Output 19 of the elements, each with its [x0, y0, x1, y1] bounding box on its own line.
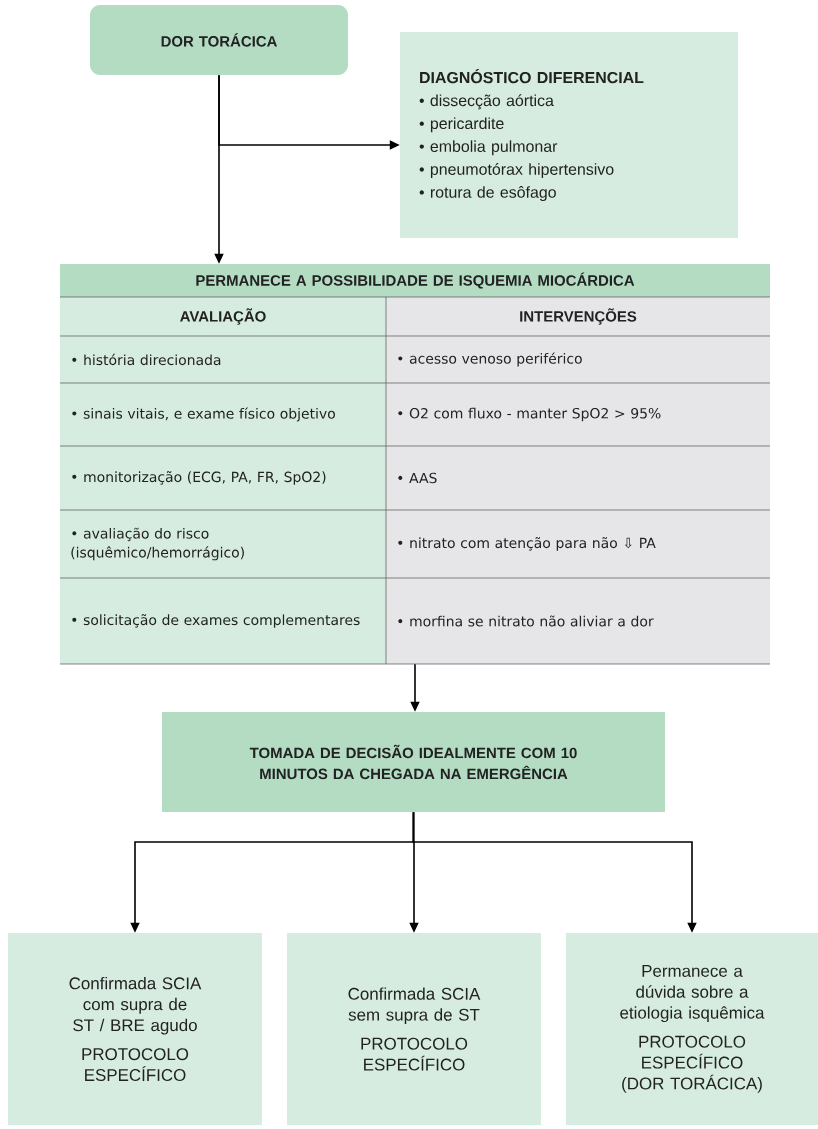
table-cell: • acesso venoso periférico [386, 336, 770, 383]
decision-box: TOMADA DE DECISÃO IDEALMENTE COM 10 MINUTOS DA CHEGADA NA EMERGÊNCIA [162, 712, 665, 812]
table-cell: • AAS [386, 446, 770, 510]
differential-box: DIAGNÓSTICO DIFERENCIAL • dissecção aórtica • pericardite • embolia pulmonar • pneumotórax hipertensivo • rotura de esôfago [400, 32, 738, 238]
column-header: AVALIAÇÃO [60, 297, 386, 336]
table-cell: • nitrato com atenção para não ⇩ PA [386, 510, 770, 578]
table-cell: • solicitação de exames complementares [60, 578, 386, 664]
start-box: DOR TORÁCICA [90, 5, 348, 75]
outcome-box: Confirmada SCIA com supra de ST / BRE agudo PROTOCOLO ESPECÍFICO [8, 933, 262, 1125]
table-cell: • monitorização (ECG, PA, FR, SpO2) [60, 446, 386, 510]
outcome-box: Permanece a dúvida sobre a etiologia isquêmica PROTOCOLO ESPECÍFICO (DOR TORÁCICA) [566, 933, 818, 1125]
column-header: INTERVENÇÕES [386, 297, 770, 336]
table-cell: • O2 com fluxo - manter SpO2 > 95% [386, 383, 770, 446]
table-cell: • morfina se nitrato não aliviar a dor [386, 578, 770, 664]
table-cell: • história direcionada [60, 336, 386, 383]
table-cell: • sinais vitais, e exame físico objetivo [60, 383, 386, 446]
outcome-box: Confirmada SCIA sem supra de ST PROTOCOLO ESPECÍFICO [287, 933, 541, 1125]
table-cell: • avaliação do risco (isquêmico/hemorrágico) [60, 510, 386, 578]
table-header: PERMANECE A POSSIBILIDADE DE ISQUEMIA MIOCÁRDICA [60, 264, 770, 297]
